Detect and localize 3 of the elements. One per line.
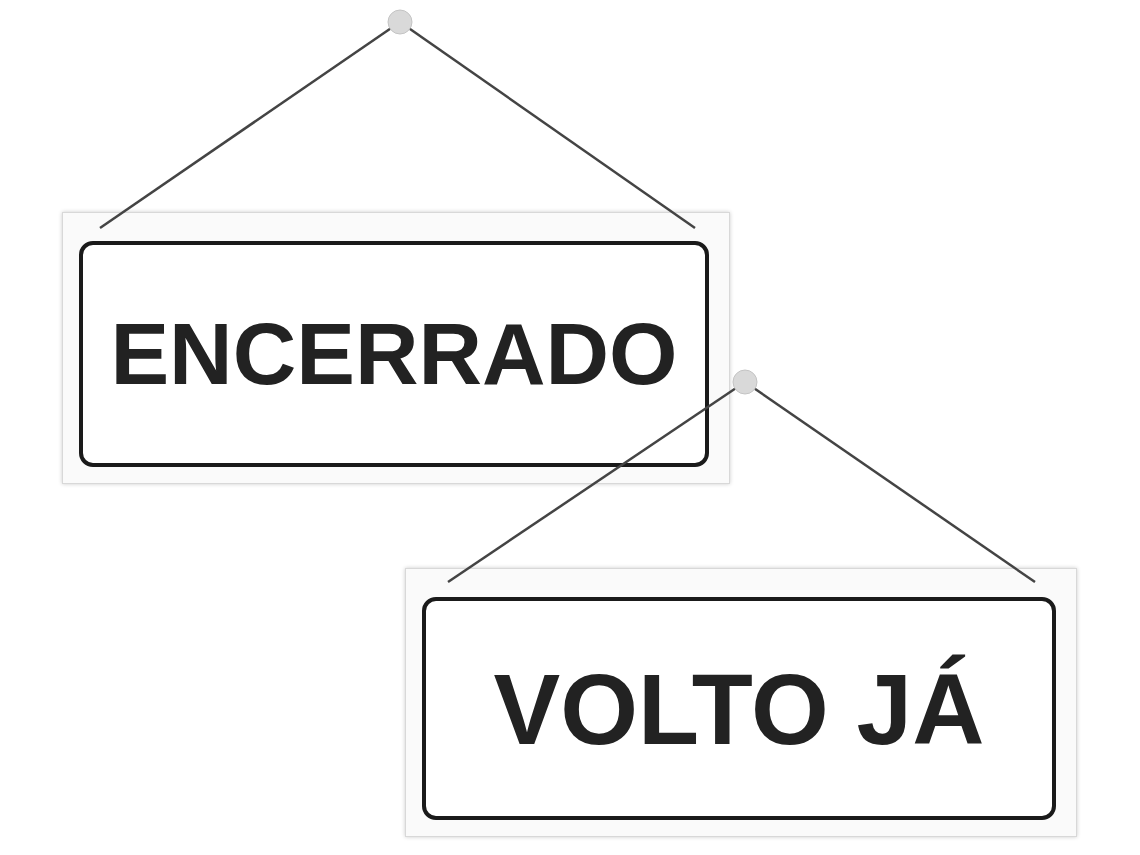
hanging-sign [405,568,1077,837]
hanging-sign [62,212,730,484]
sign-text: ENCERRADO [110,310,678,398]
